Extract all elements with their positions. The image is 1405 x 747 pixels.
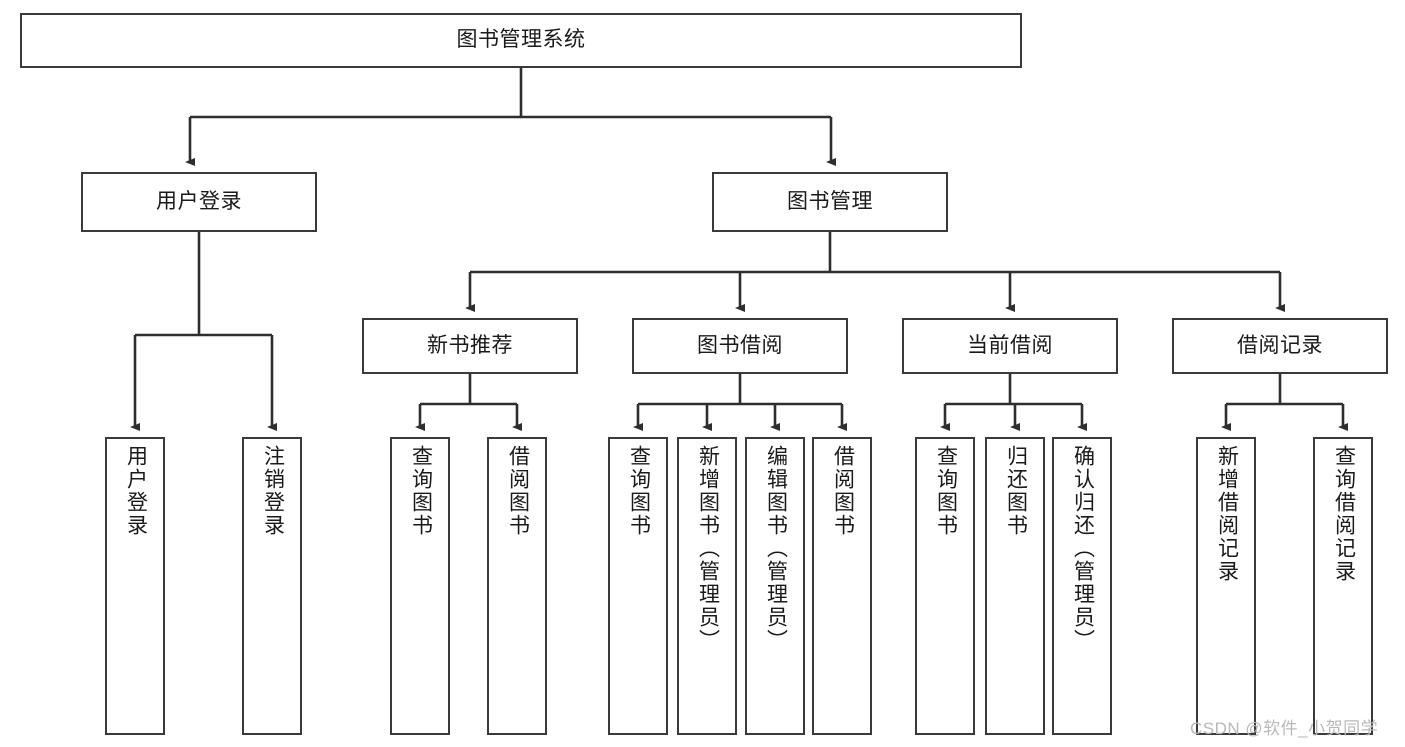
- node-book-management[interactable]: 图书管理: [712, 172, 948, 232]
- node-borrow-record-label: 借阅记录: [1237, 333, 1323, 357]
- node-root-label: 图书管理系统: [456, 28, 586, 52]
- node-borrow-record[interactable]: 借阅记录: [1172, 318, 1388, 374]
- leaf-user-login-login[interactable]: 用户登录: [105, 437, 165, 735]
- leaf-book-borrow-edit-label: 编辑图书（管理员）: [764, 445, 788, 652]
- leaf-book-borrow-query-label: 查询图书: [627, 445, 651, 537]
- leaf-current-borrow-query[interactable]: 查询图书: [915, 437, 975, 735]
- leaf-new-book-query-label: 查询图书: [409, 445, 433, 537]
- leaf-user-login-logout[interactable]: 注销登录: [242, 437, 302, 735]
- node-current-borrow-label: 当前借阅: [967, 333, 1053, 357]
- leaf-borrow-record-add-label: 新增借阅记录: [1215, 445, 1239, 583]
- node-book-borrow-label: 图书借阅: [697, 333, 783, 357]
- leaf-new-book-borrow-label: 借阅图书: [506, 445, 530, 537]
- node-current-borrow[interactable]: 当前借阅: [902, 318, 1118, 374]
- leaf-current-borrow-confirm-label: 确认归还（管理员）: [1071, 445, 1095, 652]
- leaf-book-borrow-borrow-label: 借阅图书: [831, 445, 855, 537]
- node-user-login-label: 用户登录: [156, 189, 242, 213]
- node-book-borrow[interactable]: 图书借阅: [632, 318, 848, 374]
- leaf-new-book-query[interactable]: 查询图书: [390, 437, 450, 735]
- leaf-current-borrow-query-label: 查询图书: [934, 445, 958, 537]
- node-new-book-recommend-label: 新书推荐: [427, 333, 513, 357]
- leaf-user-login-logout-label: 注销登录: [261, 445, 285, 537]
- leaf-current-borrow-return[interactable]: 归还图书: [985, 437, 1045, 735]
- leaf-book-borrow-add[interactable]: 新增图书（管理员）: [677, 437, 737, 735]
- leaf-book-borrow-add-label: 新增图书（管理员）: [696, 445, 720, 652]
- leaf-borrow-record-query-label: 查询借阅记录: [1332, 445, 1356, 583]
- node-root[interactable]: 图书管理系统: [20, 13, 1022, 68]
- leaf-current-borrow-confirm[interactable]: 确认归还（管理员）: [1052, 437, 1112, 735]
- leaf-new-book-borrow[interactable]: 借阅图书: [487, 437, 547, 735]
- node-new-book-recommend[interactable]: 新书推荐: [362, 318, 578, 374]
- leaf-book-borrow-query[interactable]: 查询图书: [608, 437, 668, 735]
- leaf-book-borrow-borrow[interactable]: 借阅图书: [812, 437, 872, 735]
- leaf-current-borrow-return-label: 归还图书: [1004, 445, 1028, 537]
- csdn-watermark: CSDN @软件_小贺同学: [1190, 719, 1379, 738]
- leaf-borrow-record-query[interactable]: 查询借阅记录: [1313, 437, 1373, 735]
- leaf-book-borrow-edit[interactable]: 编辑图书（管理员）: [745, 437, 805, 735]
- node-user-login[interactable]: 用户登录: [81, 172, 317, 232]
- node-book-management-label: 图书管理: [787, 189, 873, 213]
- leaf-user-login-login-label: 用户登录: [124, 445, 148, 537]
- leaf-borrow-record-add[interactable]: 新增借阅记录: [1196, 437, 1256, 735]
